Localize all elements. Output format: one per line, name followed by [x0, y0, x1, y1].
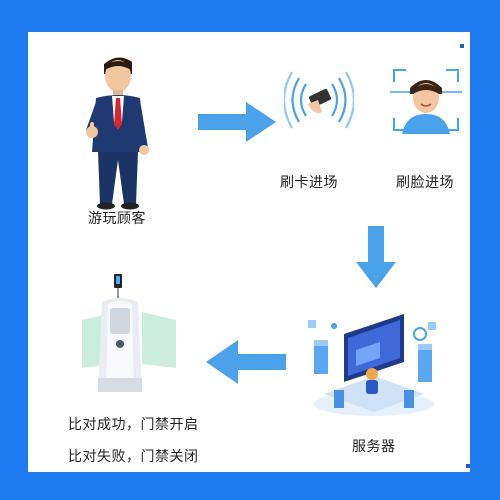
face-scan-icon: [390, 69, 462, 134]
face-entry-label: 刷脸进场: [396, 175, 454, 191]
visitor-illustration: [86, 57, 149, 210]
corner-marker: [466, 464, 470, 468]
diagram-panel: 游玩顾客 刷卡进场: [28, 32, 470, 472]
turnstile-gate-illustration: [82, 274, 176, 392]
gate-fail-label: 比对失败，门禁关闭: [68, 449, 199, 465]
arrow-left-icon: [206, 340, 286, 384]
card-entry-label: 刷卡进场: [280, 175, 338, 191]
gate-success-label: 比对成功，门禁开启: [68, 417, 199, 433]
card-swipe-icon: [284, 71, 354, 129]
arrow-right-icon: [198, 102, 276, 142]
corner-marker: [460, 44, 464, 48]
visitor-label: 游玩顾客: [88, 211, 146, 227]
arrow-down-icon: [356, 226, 396, 288]
server-label: 服务器: [352, 439, 396, 455]
server-illustration: [308, 314, 436, 416]
